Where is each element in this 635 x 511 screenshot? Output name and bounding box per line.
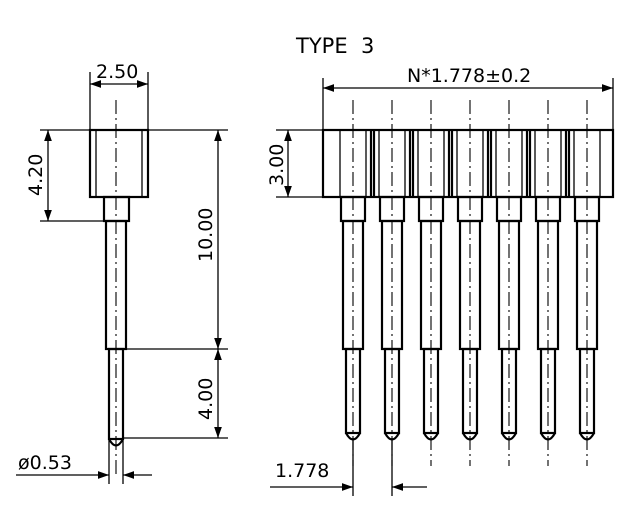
length-dim-label: 10.00: [195, 208, 217, 262]
drawing-title: TYPE 3: [295, 34, 374, 58]
tail-dim-label: 4.00: [195, 378, 217, 420]
head-dim-label: 4.20: [25, 154, 47, 196]
pitch-dim-label: 1.778: [275, 460, 329, 482]
socket-body: [88, 128, 150, 199]
diameter-dim-label: ø0.53: [18, 452, 72, 474]
width-dim-label: 2.50: [96, 61, 138, 83]
front-view: N*1.778±0.2 3.00 1.778: [266, 65, 615, 496]
socket-height-label: 3.00: [266, 144, 288, 186]
side-view: 2.50 4.20 10.00 4.00 ø0.53: [16, 61, 228, 484]
pitch-overall-label: N*1.778±0.2: [407, 65, 531, 87]
pin-row: [339, 100, 601, 466]
